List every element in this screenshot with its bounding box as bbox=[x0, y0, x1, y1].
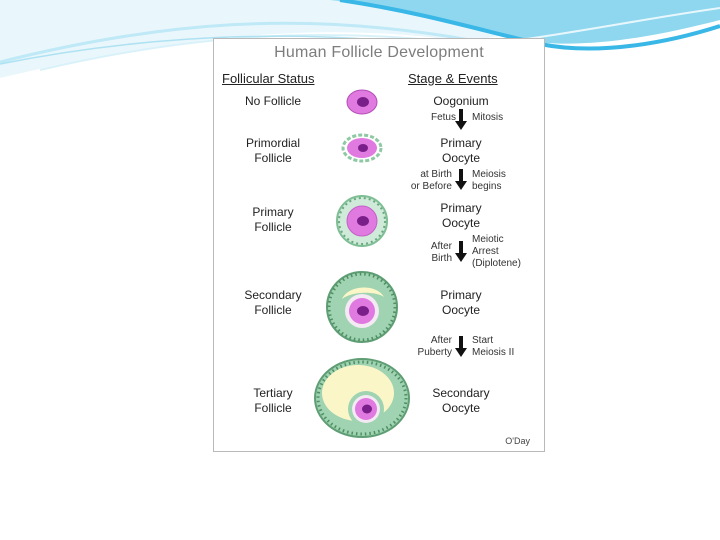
event-right-mitosis: Mitosis bbox=[472, 112, 504, 123]
tertiary-follicle-icon bbox=[314, 358, 410, 438]
figure-title: Human Follicle Development bbox=[274, 44, 484, 61]
stage-column-header: Stage & Events bbox=[408, 71, 498, 86]
figure-credit: O'Day bbox=[505, 436, 530, 446]
status-no-follicle: No Follicle bbox=[244, 94, 301, 108]
stage-oogonium: Oogonium bbox=[433, 94, 489, 108]
down-arrow-icon bbox=[455, 336, 467, 357]
primordial-follicle-icon bbox=[341, 133, 383, 163]
event-left-fetus: Fetus bbox=[430, 112, 456, 123]
down-arrow-icon bbox=[455, 241, 467, 262]
follicle-development-figure: Human Follicle Development Follicular St… bbox=[213, 38, 545, 452]
down-arrow-icon bbox=[455, 169, 467, 190]
status-column-header: Follicular Status bbox=[222, 71, 315, 86]
oogonium-cell-icon bbox=[346, 89, 378, 115]
primary-follicle-icon bbox=[336, 195, 388, 247]
secondary-follicle-icon bbox=[326, 271, 398, 343]
down-arrow-icon bbox=[455, 109, 467, 130]
